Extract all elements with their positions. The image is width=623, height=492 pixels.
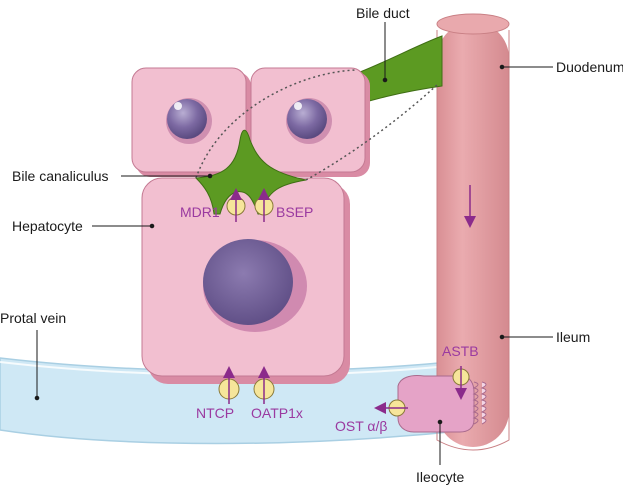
hepatocyte-main <box>141 177 350 384</box>
label-mdr1: MDR1 <box>180 204 220 220</box>
label-ileum: Ileum <box>556 329 590 345</box>
canaliculus-duct-outline <box>195 69 357 179</box>
duodenum-ileum-tube <box>436 13 510 451</box>
label-portal-vein: Protal vein <box>0 310 66 326</box>
label-hepatocyte: Hepatocyte <box>12 218 83 234</box>
label-bile-canaliculus: Bile canaliculus <box>12 168 109 184</box>
transporter-bsep <box>254 188 274 222</box>
ileocyte <box>397 375 487 433</box>
label-oatp1x: OATP1x <box>251 405 303 421</box>
label-ntcp: NTCP <box>196 405 234 421</box>
label-bile-duct: Bile duct <box>356 5 410 21</box>
label-astb: ASTB <box>442 343 479 359</box>
hepatocyte-top-right <box>250 67 370 177</box>
label-ileocyte: Ileocyte <box>416 469 464 485</box>
transporter-mdr1 <box>226 188 246 222</box>
hepatocyte-top-left <box>131 67 251 177</box>
label-bsep: BSEP <box>276 204 313 220</box>
transporter-ntcp <box>218 366 240 404</box>
bile-canaliculus <box>194 129 307 215</box>
label-ost: OST α/β <box>335 418 387 434</box>
label-duodenum: Duodenum <box>556 59 623 75</box>
leader-lines <box>34 22 553 465</box>
transporter-oatp1x <box>253 366 275 404</box>
transporter-ost <box>374 399 408 417</box>
transporter-astb <box>452 366 470 400</box>
